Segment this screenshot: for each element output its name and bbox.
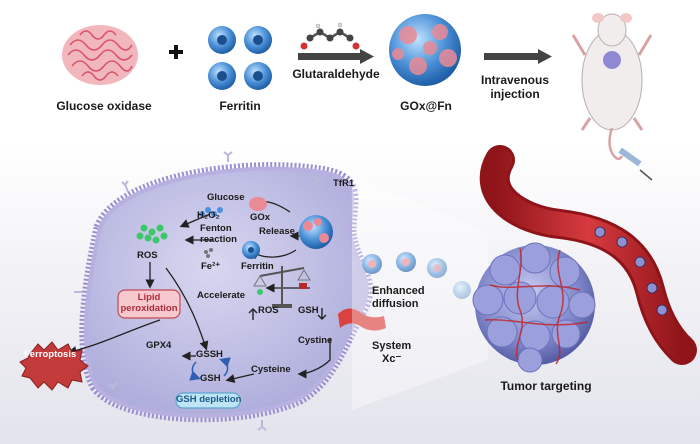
fenton-label: Fenton	[200, 223, 232, 234]
zoom-cone	[352, 176, 488, 410]
gsh-down-arrow-icon	[317, 308, 327, 320]
glucose-molecule-icon	[199, 207, 223, 217]
gpx4-label: GPX4	[146, 340, 172, 351]
ros-cluster-icon	[136, 224, 168, 244]
glucose-label: Glucose	[207, 192, 245, 203]
gox-fn-internalized-particle-icon	[299, 215, 333, 249]
gox-label: GOx	[250, 212, 271, 223]
mouse-icon	[571, 13, 653, 161]
ferroptosis-burst	[19, 341, 89, 391]
glucose-oxidase-label: Glucose oxidase	[56, 99, 152, 113]
balance-scale-icon	[253, 266, 311, 308]
fe2-label: Fe²⁺	[201, 261, 221, 272]
fe2-ions-icon	[204, 248, 213, 258]
gsh-label: GSH	[200, 373, 221, 384]
gsh-depletion-box	[175, 392, 241, 409]
gox-small-icon	[249, 197, 267, 211]
intravenous-label: Intravenous	[480, 73, 550, 87]
accelerate-label: Accelerate	[197, 290, 246, 301]
system-label: System	[372, 340, 412, 352]
cystine-label: Cystine	[298, 335, 333, 346]
syringe-icon	[618, 147, 653, 181]
plus-text: +	[171, 40, 172, 41]
cysteine-label: Cysteine	[251, 364, 291, 375]
ros-label: ROS	[137, 250, 158, 261]
gsh-gssh-cycle-arrows	[189, 357, 231, 381]
synthesis-arrow	[298, 49, 374, 64]
lipid-label-line2: peroxidation	[120, 303, 178, 314]
xc-label: Xc⁻	[382, 353, 402, 365]
blood-vessel	[479, 145, 697, 365]
injection-arrow	[484, 49, 552, 64]
release-label: Release	[259, 226, 295, 237]
gsh-scale-label: GSH	[298, 305, 319, 316]
lipid-peroxidation-box	[117, 289, 181, 319]
ferritin-spheres-icon	[208, 26, 272, 90]
ferritin-label: Ferritin	[219, 99, 261, 113]
gox-fn-nanoparticle-icon	[389, 14, 461, 86]
glutaraldehyde-label: Glutaraldehyde	[292, 67, 380, 81]
gssh-label: GSSH	[196, 349, 223, 360]
tumor-mass	[472, 242, 596, 373]
tfr1-receptors	[74, 151, 323, 431]
ros-up-arrow-icon	[248, 308, 258, 320]
ferroptosis-label: Ferroptosis	[24, 349, 77, 360]
tumor-targeting-label: Tumor targeting	[500, 379, 592, 393]
lipid-label-line1: Lipid	[137, 292, 161, 303]
ferritin-cell-label: Ferritin	[241, 261, 274, 272]
plus-icon	[169, 45, 183, 59]
glucose-oxidase-protein-icon	[62, 25, 138, 85]
enhanced-label: Enhanced	[372, 285, 425, 297]
ferritin-icon-in-cell	[242, 241, 260, 259]
tfr1-label: TfR1	[333, 178, 355, 189]
diffusing-particles	[362, 252, 471, 299]
glutaraldehyde-molecule-icon	[300, 22, 360, 50]
ros-scale-label: ROS	[258, 305, 279, 316]
diffusion-label: diffusion	[372, 298, 419, 310]
injection-label: injection	[490, 87, 540, 101]
gox-fn-label: GOx@Fn	[400, 99, 452, 113]
h2o2-label: H₂O₂	[197, 210, 220, 221]
reaction-label: reaction	[200, 234, 237, 245]
system-xc-transporter-icon	[338, 308, 386, 331]
gsh-depletion-label: GSH depletion	[176, 394, 242, 405]
